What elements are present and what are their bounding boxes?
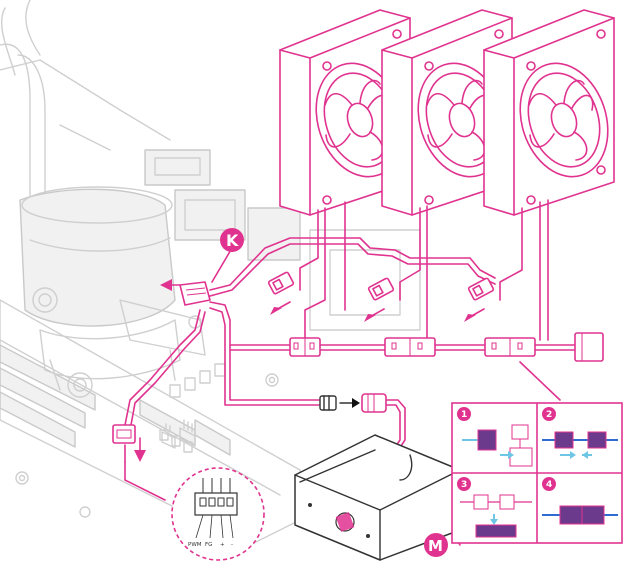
- callout-m: M: [424, 533, 448, 557]
- step-1-number: 1: [461, 410, 467, 420]
- argb-connector-2: [367, 277, 395, 301]
- pin-label-fg: FG: [205, 542, 212, 548]
- aio-pump-illustration: [0, 0, 206, 398]
- fan-3-icon: [483, 9, 615, 216]
- pin-label-plus: +: [220, 542, 225, 548]
- step-2: 2: [542, 407, 618, 459]
- motherboard-headers: [161, 419, 196, 449]
- arrow-icon-3: [464, 308, 485, 322]
- argb-connector-1: [267, 271, 295, 295]
- argb-header-plug: [179, 281, 211, 306]
- psu-adapter-connector: [319, 393, 387, 413]
- fan-2-icon: [381, 9, 513, 216]
- arrow-icon-2: [364, 308, 385, 322]
- fan-cables: [124, 199, 576, 463]
- step-3-number: 3: [461, 480, 467, 490]
- step-4-number: 4: [546, 480, 552, 490]
- step-1: 1: [457, 407, 533, 467]
- pinout-detail: PWM FG + -: [124, 461, 265, 561]
- pwm-connector-3: [484, 337, 536, 357]
- pwm-connector-1: [289, 337, 321, 357]
- fan-1-icon: [279, 9, 411, 216]
- argb-connector-3: [467, 277, 495, 301]
- arrow-icon-5: [134, 437, 146, 462]
- step-4: 4: [542, 477, 618, 525]
- pin-label-pwm: PWM: [188, 542, 202, 548]
- steps-panel: 1 2 3: [451, 402, 623, 544]
- callout-k: K: [211, 228, 244, 283]
- callout-k-label: K: [226, 231, 239, 250]
- callout-m-label: M: [428, 537, 443, 555]
- pwm-connector-2: [384, 337, 436, 357]
- pin-label-minus: -: [231, 542, 233, 548]
- pwm-end-connector: [574, 332, 604, 362]
- arrow-icon-1: [270, 301, 291, 315]
- step-3: 3: [457, 477, 532, 538]
- fan-header-plug: [112, 424, 136, 444]
- step-2-number: 2: [546, 410, 552, 420]
